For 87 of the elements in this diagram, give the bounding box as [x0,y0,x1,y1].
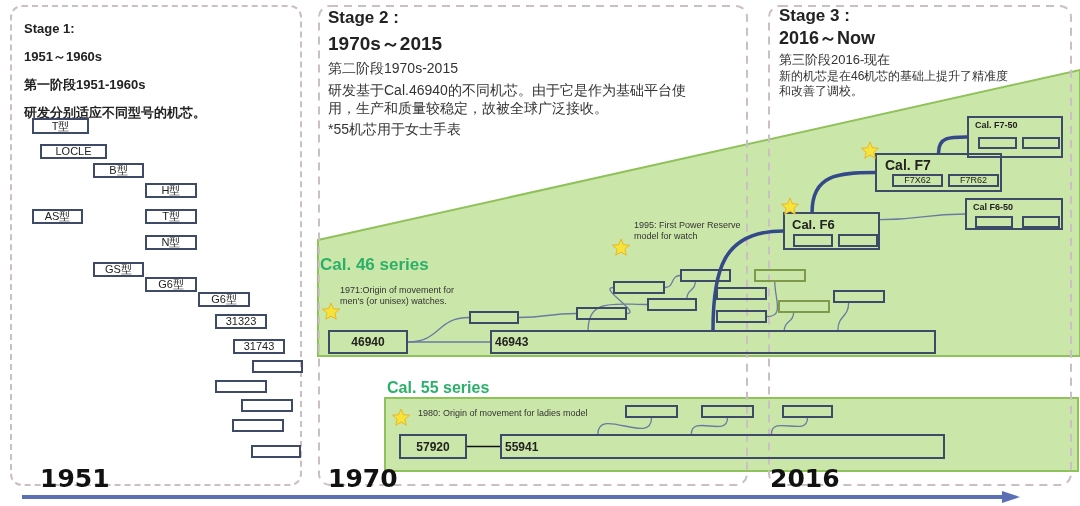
stage-title: Stage 1: [24,21,75,38]
connector-line [837,302,850,331]
note-text: *55机芯用于女士手表 [328,121,462,138]
connector-line [766,281,779,318]
movement-box [252,360,303,373]
movement-group-box [967,116,1063,158]
movement-box: G6型 [145,277,197,292]
period-heading: 2016～Now [779,28,876,50]
movement-box [833,290,885,303]
movement-box [754,269,806,282]
chinese-subtitle: 第三阶段2016-现在 [779,52,891,68]
annotation-text: 1995: First Power Reserve model for watch [634,220,742,243]
movement-box [978,137,1017,149]
movement-box [251,445,301,458]
connector-line [466,445,501,448]
year-label: 2016 [770,466,840,491]
movement-box [975,216,1013,228]
movement-box: 31743 [233,339,285,354]
movement-box [838,234,878,247]
movement-box: T型 [32,118,89,134]
connector-line [879,213,966,221]
year-label: 1951 [40,466,110,491]
connector-line [686,281,696,299]
series-title: Cal. 46 series [320,255,429,275]
movement-box: GS型 [93,262,144,277]
annotation-text: 1980: Origin of movement for ladies model [418,408,589,420]
movement-box: 46943 [490,330,936,354]
movement-box [647,298,697,311]
movement-box: 31323 [215,314,267,329]
movement-box [1022,216,1060,228]
movement-box: G6型 [198,292,250,307]
connector-line [587,303,648,331]
movement-box: 57920 [399,434,467,459]
stage-title: Stage 2 : [328,8,399,29]
movement-box [576,307,627,320]
movement-name: Cal. F7-50 [975,120,1018,130]
movement-box [1022,137,1060,149]
movement-group-box [965,198,1063,230]
connector-arc [711,229,784,331]
movement-box: F7R62 [948,174,999,187]
movement-box: F7X62 [892,174,943,187]
movement-box: LOCLE [40,144,107,159]
connector-line [609,286,631,315]
year-label: 1970 [328,466,398,491]
movement-box [716,287,767,300]
movement-box [782,405,833,418]
connector-line [690,417,729,435]
movement-box: B型 [93,163,144,178]
series-title: Cal. 55 series [387,379,490,397]
annotation-text: 1971:Origin of movement for men's (or unisex) watches. [340,285,456,308]
movement-box [716,310,767,323]
movement-box [232,419,284,432]
movement-box [469,311,519,324]
connector-arc [810,170,875,213]
movement-box: 46940 [328,330,408,354]
connector-arc [936,135,967,154]
connector-line [770,417,809,435]
movement-box: 55941 [500,434,945,459]
chinese-subtitle: 第二阶段1970s-2015 [328,60,458,77]
movement-box [613,281,665,294]
period-heading: 1951～1960s [24,49,103,66]
movement-box [778,300,830,313]
movement-box: AS型 [32,209,83,224]
movement-box [215,380,267,393]
movement-box [625,405,678,418]
connector-line [518,312,577,319]
connector-line [783,312,795,331]
connector-line [664,274,681,289]
stage-panel [10,5,302,486]
movement-group-box [783,212,880,250]
movement-box: H型 [145,183,197,198]
movement-group-box [875,153,1002,192]
movement-name: Cal. F7 [885,157,931,173]
movement-box: T型 [145,209,197,224]
movement-name: Cal. F6 [792,217,835,232]
movement-name: Cal F6-50 [973,202,1014,212]
movement-box [680,269,731,282]
movement-box [793,234,833,247]
chinese-subtitle: 第一阶段1951-1960s [24,77,146,94]
stage-title: Stage 3 : [779,6,850,27]
description-text: 研发基于Cal.46940的不同机芯。由于它是作为基础平台使用，生产和质量较稳定，故被全球广泛接收。 [328,82,687,117]
movement-box [241,399,293,412]
movement-box [701,405,754,418]
movement-box: N型 [145,235,197,250]
connector-line [407,316,470,343]
period-heading: 1970s～2015 [328,33,443,56]
description-text: 新的机芯是在46机芯的基础上提升了精准度和改善了调校。 [779,69,1010,99]
